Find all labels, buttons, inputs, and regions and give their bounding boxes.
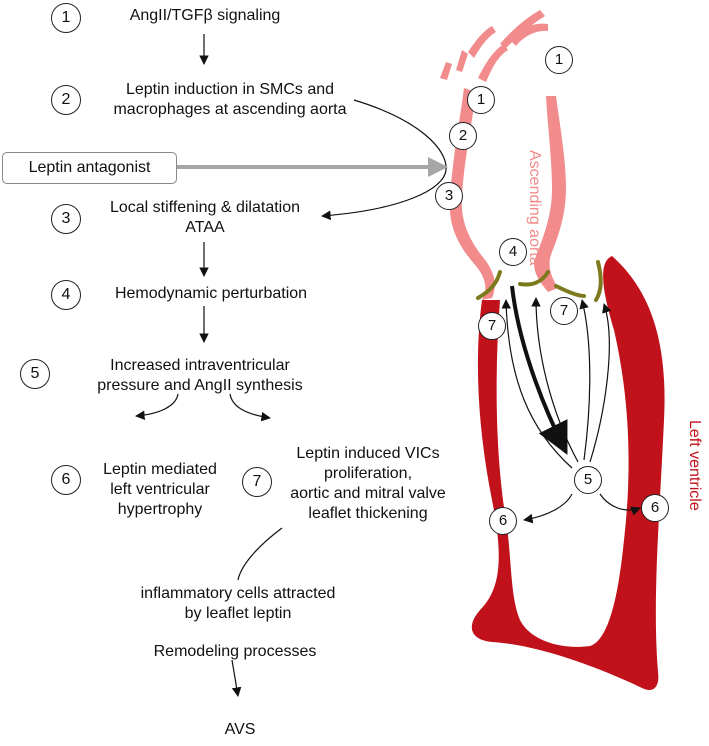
step-1-label: AngII/TGFβ signaling — [129, 7, 281, 24]
heart-marker-7-right: 7 — [550, 297, 578, 325]
step-7-number: 7 — [242, 467, 272, 497]
step-2-label: Leptin induction in SMCs and macrophages… — [113, 81, 347, 118]
step-6-label: Leptin mediated left ventricular hypertr… — [103, 461, 217, 518]
step-3-number: 3 — [51, 204, 81, 234]
left-ventricle-shape — [471, 256, 665, 691]
heart-marker-7-left: 7 — [478, 312, 506, 340]
ascending-aorta-label: Ascending aorta — [526, 150, 543, 266]
step-7-label: Leptin induced VICs proliferation, aorti… — [290, 445, 446, 522]
avs-label: AVS — [224, 721, 256, 738]
heart-marker-6-left: 6 — [489, 507, 517, 535]
step-5-label: Increased intraventricular pressure and … — [97, 357, 303, 394]
step-1-number: 1 — [51, 3, 81, 33]
heart-marker-6-right: 6 — [641, 494, 669, 522]
left-ventricle-label: Left ventricle — [686, 420, 703, 511]
remodeling-label: Remodeling processes — [153, 643, 317, 660]
inflammatory-cells-label: inflammatory cells attracted by leaflet … — [140, 585, 336, 622]
step-4-label: Hemodynamic perturbation — [114, 285, 308, 302]
heart-marker-1: 1 — [467, 86, 495, 114]
step-4-number: 4 — [51, 280, 81, 310]
step-5-number: 5 — [20, 359, 50, 389]
valve-leaflets — [476, 260, 603, 302]
heart-marker-3: 3 — [435, 182, 463, 210]
step-2-number: 2 — [51, 85, 81, 115]
heart-marker-1-top: 1 — [545, 46, 573, 74]
heart-marker-4: 4 — [499, 238, 527, 266]
step-3-label: Local stiffening & dilatation ATAA — [109, 199, 301, 236]
leptin-antagonist-box: Leptin antagonist — [2, 152, 177, 184]
heart-marker-2: 2 — [449, 122, 477, 150]
step-6-number: 6 — [51, 465, 81, 495]
heart-marker-5: 5 — [574, 466, 602, 494]
heart-arrows — [501, 285, 641, 524]
